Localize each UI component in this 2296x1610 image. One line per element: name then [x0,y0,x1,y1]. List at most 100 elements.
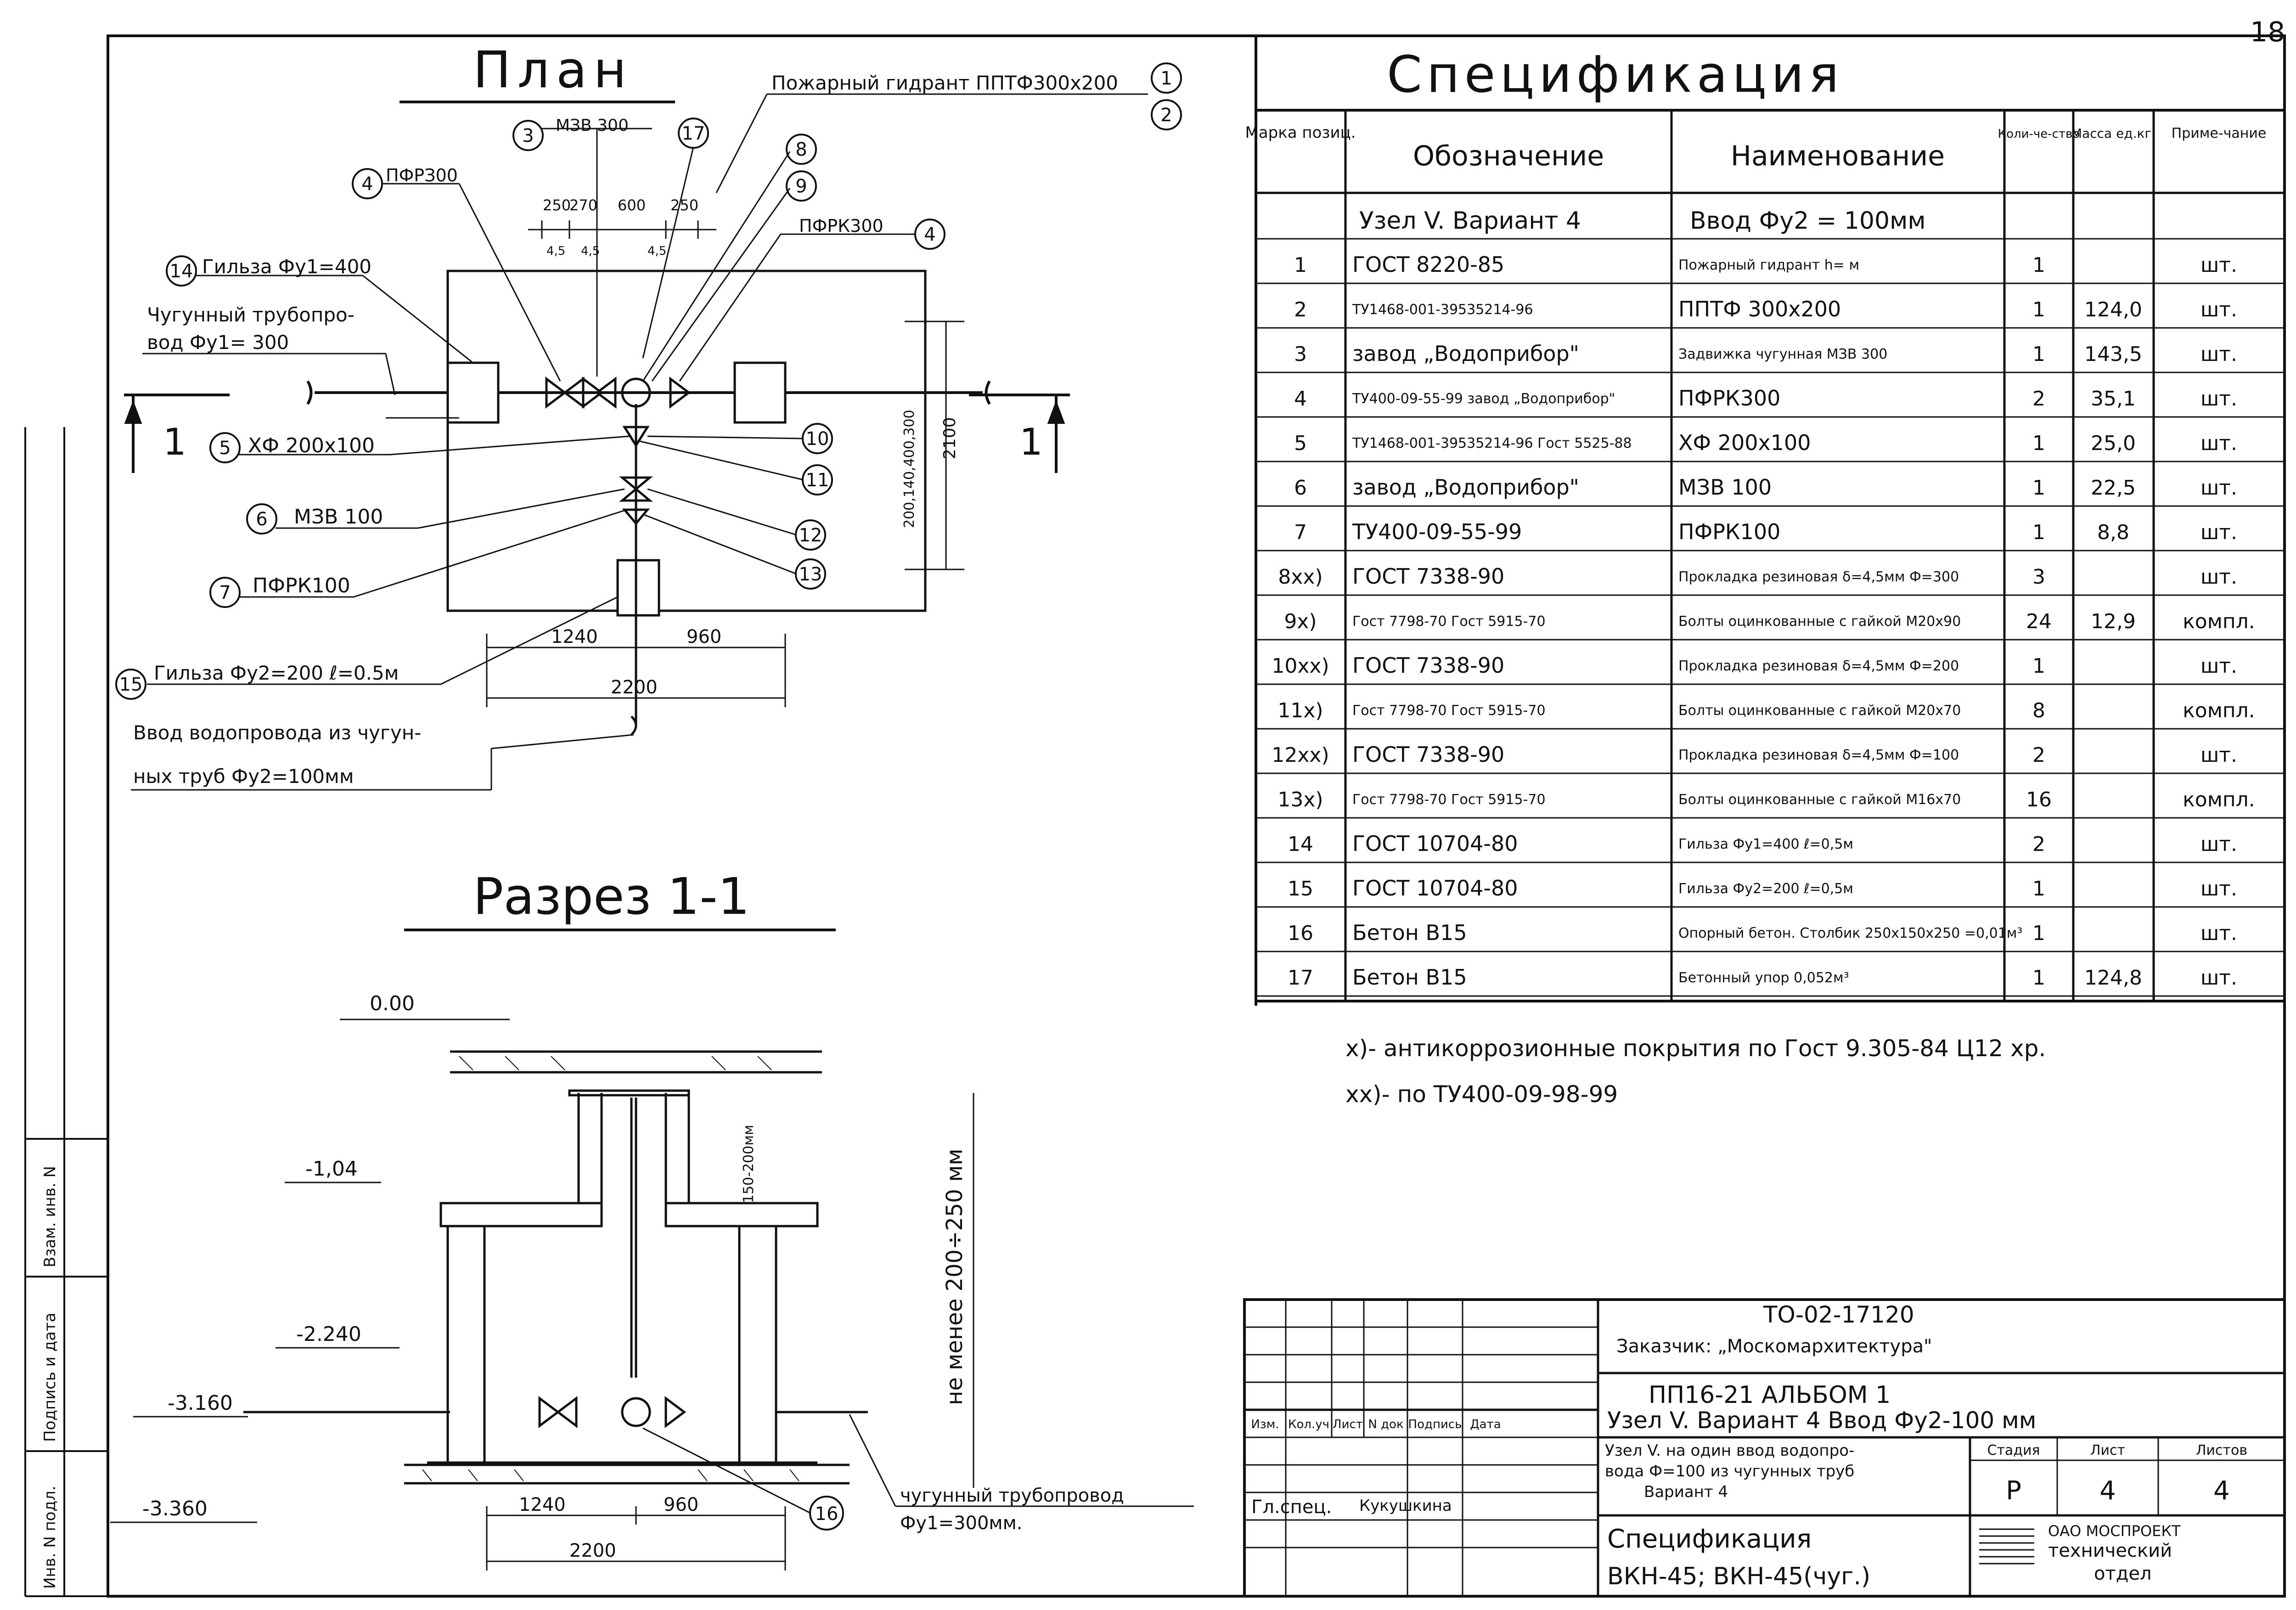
level-3-360: -3.360 [142,1497,208,1520]
spec-cell-designation: ГОСТ 7338-90 [1352,653,1504,678]
callout-circle-5 [209,432,241,463]
spec-cell-note: шт. [2200,476,2237,500]
tb-role: Гл.спец. [1251,1497,1332,1518]
spec-cell-name: ХФ 200х100 [1678,430,1811,455]
spec-cell-mark: 9x) [1284,610,1317,633]
margin-label-signature: Подпись и дата [41,1312,59,1442]
callout-num-7: 7 [219,582,231,603]
spec-row-lines [1256,282,2285,997]
spec-group-designation: Узел V. Вариант 4 [1359,207,1581,235]
spec-cell-designation: завод „Водоприбор" [1352,475,1579,500]
spec-title: Спецификация [1387,45,1844,104]
spec-cell-qty: 1 [2032,521,2045,544]
spec-cell-qty: 1 [2032,966,2045,990]
tb-col-sign: Подпись [1408,1418,1462,1431]
tb-stage-header: Стадия [1987,1442,2040,1458]
dim-250-right: 250 [670,197,698,214]
spec-cell-qty: 2 [2032,743,2045,767]
spec-cell-mark: 11x) [1277,699,1323,722]
spec-cell-mark: 16 [1288,922,1313,945]
tb-desc-2: вода Ф=100 из чугунных труб [1605,1462,1854,1481]
tb-stage-value: Р [2006,1476,2021,1506]
spec-cell-qty: 1 [2032,253,2045,277]
section-dim-1240: 1240 [519,1494,566,1515]
plan-chamber [446,270,927,612]
spec-cell-designation: Бетон В15 [1352,920,1467,945]
callout-circle-9 [786,170,817,202]
spec-cell-mass: 124,0 [2084,298,2142,321]
section-structure [243,1050,868,1485]
plan-sleeves [446,361,787,617]
label-xf200: ХФ 200х100 [248,434,375,457]
spec-cell-note: шт. [2200,387,2237,411]
callout-num-16: 16 [815,1503,838,1525]
plan-dim-960: 960 [687,626,721,647]
spec-cell-qty: 1 [2032,432,2045,455]
label-mzv100: МЗВ 100 [294,505,383,529]
callout-num-14: 14 [170,261,193,282]
spec-cell-mark: 8xx) [1278,565,1322,589]
label-cast-pipe-1: Чугунный трубопро- [147,304,355,326]
spec-cell-mark: 13x) [1277,788,1323,811]
spec-cell-qty: 24 [2026,610,2052,633]
dim-600: 600 [618,197,646,214]
tb-org-3: отдел [2094,1563,2152,1584]
spec-cell-name: Бетонный упор 0,052м³ [1678,970,1849,986]
spec-cell-note: шт. [2200,922,2237,945]
spec-cell-designation: ГОСТ 7338-90 [1352,564,1504,589]
spec-cell-designation: ГОСТ 10704-80 [1352,831,1518,856]
callout-num-15: 15 [119,674,143,695]
spec-cell-mass: 8,8 [2097,521,2129,544]
callout-num-11: 11 [806,470,829,491]
plan-fittings [545,377,691,736]
tb-sheet-value: 4 [2099,1476,2116,1506]
spec-cell-name: Пожарный гидрант h= м [1678,257,1859,273]
plan-title: План [473,40,633,99]
callout-num-17: 17 [682,123,705,144]
spec-cell-name: Прокладка резиновая δ=4,5мм Ф=300 [1678,569,1959,585]
spec-cell-name: ПФРК300 [1678,386,1780,411]
spec-cell-designation: Гост 7798-70 Гост 5915-70 [1352,703,1546,719]
label-mzv300: МЗВ 300 [556,116,629,135]
tb-col-izm: Изм. [1251,1418,1279,1431]
margin-label-inventory: Инв. N подл. [41,1486,59,1589]
spec-cell-mark: 10xx) [1272,654,1329,678]
spec-cell-name: ПФРК100 [1678,519,1780,544]
tb-sheets-header: Листов [2196,1442,2247,1458]
spec-cell-note: компл. [2183,610,2255,633]
spec-cell-qty: 16 [2026,788,2052,811]
hydrant-label: Пожарный гидрант ППТФ300х200 [771,72,1118,94]
spec-cell-name: МЗВ 100 [1678,475,1772,500]
spec-cell-designation: ГОСТ 7338-90 [1352,742,1504,767]
section-pipe-label-2: Фу1=300мм. [900,1513,1022,1534]
tb-node-line: Узел V. Вариант 4 Ввод Фу2-100 мм [1607,1407,2037,1434]
page-number: 18 [2250,16,2285,48]
spec-cell-qty: 1 [2032,298,2045,321]
tb-col-date: Дата [1470,1418,1501,1431]
spec-cell-note: шт. [2200,833,2237,856]
spec-cell-note: компл. [2183,699,2255,722]
tb-col-kol: Кол.уч [1288,1418,1329,1431]
sheet-frame [107,34,2286,1598]
spec-cell-note: шт. [2200,298,2237,321]
spec-cell-mark: 7 [1294,521,1307,544]
level-marks [110,1019,510,1523]
spec-cell-mark: 2 [1294,298,1307,321]
spec-cell-mark: 12xx) [1272,743,1329,767]
dim-270: 270 [569,197,597,214]
tb-sheets-value: 4 [2213,1476,2230,1506]
callout-num-3: 3 [522,125,534,146]
spec-cell-note: шт. [2200,432,2237,455]
tb-sheet-header: Лист [2090,1442,2125,1458]
label-sleeve-200: Гильза Фу2=200 ℓ=0.5м [154,662,399,684]
spec-cell-mark: 6 [1294,476,1307,500]
callout-num-4b: 4 [924,224,935,245]
label-inlet-2: ных труб Фу2=100мм [133,765,354,788]
callout-num-5: 5 [219,438,231,459]
tb-customer: Заказчик: „Москомархитектура" [1616,1336,1932,1357]
spec-cell-qty: 2 [2032,387,2045,411]
tb-project-line: ПП16-21 АЛЬБОМ 1 [1649,1381,1891,1409]
spec-cell-designation: ГОСТ 8220-85 [1352,252,1504,277]
spec-cell-mark: 1 [1294,253,1307,277]
